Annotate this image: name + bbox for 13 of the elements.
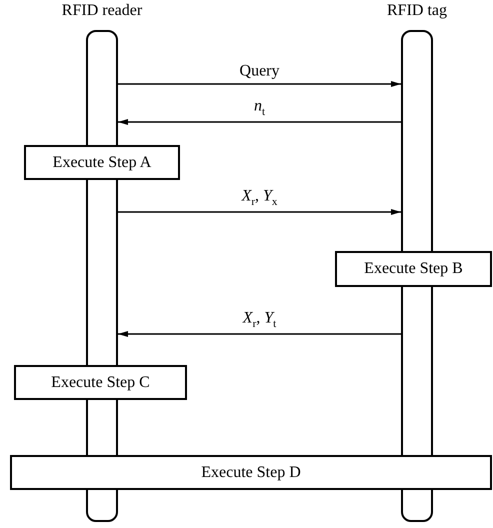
arrow: [118, 119, 401, 125]
arrow: [118, 331, 401, 337]
process-box: Execute Step B: [335, 251, 492, 287]
edge-label: X$_{r}$, Y$_{t}$: [240, 310, 278, 330]
process-box: Execute Step C: [14, 365, 187, 400]
lifeline-heading: RFID tag: [387, 2, 447, 20]
arrow: [118, 209, 401, 215]
process-box: Execute Step D: [10, 455, 492, 490]
edge-label: Query: [238, 62, 282, 80]
process-box: Execute Step A: [24, 145, 180, 180]
arrow: [118, 81, 401, 87]
lifeline-heading: RFID reader: [62, 2, 142, 20]
edge-label: X$_{r}$, Y$_{x}$: [240, 188, 280, 208]
